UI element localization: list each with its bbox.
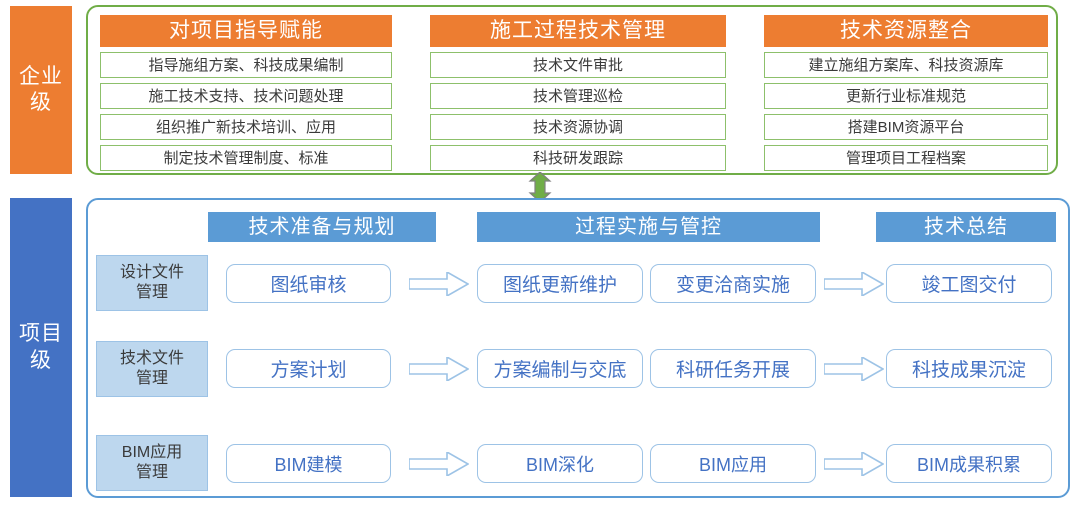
right-block-arrow-icon xyxy=(408,450,470,478)
enterprise-column-3-title: 技术资源整合 xyxy=(764,15,1048,47)
enterprise-item[interactable]: 更新行业标准规范 xyxy=(764,83,1048,109)
enterprise-item[interactable]: 科技研发跟踪 xyxy=(430,145,726,171)
flow-box-drawing-review[interactable]: 图纸审核 xyxy=(226,264,391,303)
enterprise-panel: 对项目指导赋能 指导施组方案、科技成果编制 施工技术支持、技术问题处理 组织推广… xyxy=(86,5,1058,175)
flow-box-research-task[interactable]: 科研任务开展 xyxy=(650,349,816,388)
enterprise-column-2: 施工过程技术管理 技术文件审批 技术管理巡检 技术资源协调 科技研发跟踪 xyxy=(430,15,726,171)
enterprise-item[interactable]: 技术资源协调 xyxy=(430,114,726,140)
enterprise-item[interactable]: 建立施组方案库、科技资源库 xyxy=(764,52,1048,78)
enterprise-item[interactable]: 管理项目工程档案 xyxy=(764,145,1048,171)
flow-box-bim-deepening[interactable]: BIM深化 xyxy=(477,444,643,483)
flow-box-scheme-plan[interactable]: 方案计划 xyxy=(226,349,391,388)
level-bar-enterprise: 企业 级 xyxy=(10,6,72,174)
enterprise-column-1: 对项目指导赋能 指导施组方案、科技成果编制 施工技术支持、技术问题处理 组织推广… xyxy=(100,15,392,171)
row-label-bim-application: BIM应用 管理 xyxy=(96,435,208,491)
right-block-arrow-icon xyxy=(823,270,885,298)
enterprise-item[interactable]: 技术文件审批 xyxy=(430,52,726,78)
row-label-technical-document: 技术文件 管理 xyxy=(96,341,208,397)
right-block-arrow-icon xyxy=(408,270,470,298)
phase-header-summary: 技术总结 xyxy=(876,212,1056,242)
flow-box-drawing-update[interactable]: 图纸更新维护 xyxy=(477,264,643,303)
flow-box-scheme-preparation[interactable]: 方案编制与交底 xyxy=(477,349,643,388)
enterprise-column-1-title: 对项目指导赋能 xyxy=(100,15,392,47)
flow-box-bim-application[interactable]: BIM应用 xyxy=(650,444,816,483)
enterprise-column-2-title: 施工过程技术管理 xyxy=(430,15,726,47)
enterprise-item[interactable]: 技术管理巡检 xyxy=(430,83,726,109)
flow-box-change-negotiation[interactable]: 变更洽商实施 xyxy=(650,264,816,303)
enterprise-item[interactable]: 组织推广新技术培训、应用 xyxy=(100,114,392,140)
enterprise-item[interactable]: 指导施组方案、科技成果编制 xyxy=(100,52,392,78)
row-label-design-document: 设计文件 管理 xyxy=(96,255,208,311)
right-block-arrow-icon xyxy=(823,450,885,478)
enterprise-item[interactable]: 施工技术支持、技术问题处理 xyxy=(100,83,392,109)
enterprise-item[interactable]: 搭建BIM资源平台 xyxy=(764,114,1048,140)
flow-box-bim-accumulation[interactable]: BIM成果积累 xyxy=(886,444,1052,483)
enterprise-item[interactable]: 制定技术管理制度、标准 xyxy=(100,145,392,171)
flow-box-tech-achievement[interactable]: 科技成果沉淀 xyxy=(886,349,1052,388)
flow-box-bim-modeling[interactable]: BIM建模 xyxy=(226,444,391,483)
right-block-arrow-icon xyxy=(408,355,470,383)
right-block-arrow-icon xyxy=(823,355,885,383)
enterprise-column-3: 技术资源整合 建立施组方案库、科技资源库 更新行业标准规范 搭建BIM资源平台 … xyxy=(764,15,1048,171)
phase-header-preparation: 技术准备与规划 xyxy=(208,212,436,242)
flow-box-ascompleted-drawing[interactable]: 竣工图交付 xyxy=(886,264,1052,303)
phase-header-execution: 过程实施与管控 xyxy=(477,212,820,242)
level-bar-project: 项目 级 xyxy=(10,198,72,497)
